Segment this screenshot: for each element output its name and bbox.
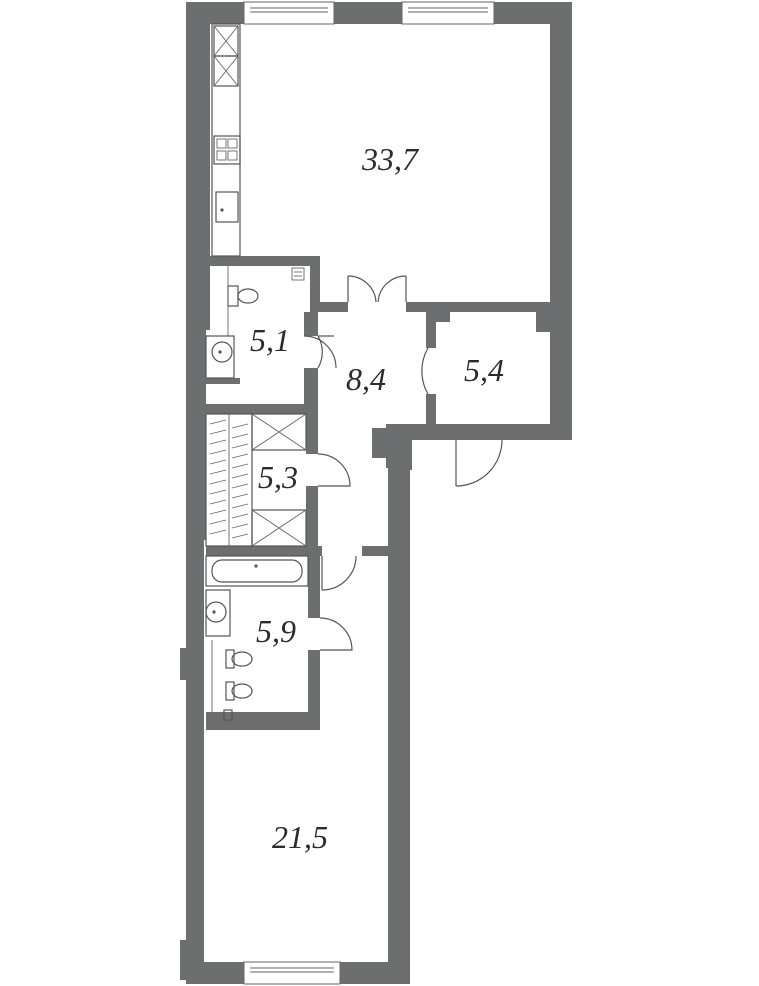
- window-icon: [401, 1, 495, 25]
- door-icon: [321, 555, 357, 591]
- area-label-wardrobe: 5,3: [258, 459, 298, 495]
- doors: [303, 275, 503, 651]
- bathroom-fixtures: [205, 555, 309, 721]
- vent-icon: [291, 267, 305, 281]
- toilet-icon: [227, 285, 259, 307]
- cabinet-icon: [213, 25, 239, 87]
- wardrobe-fixtures: [205, 413, 307, 547]
- wc-fixtures: [205, 266, 305, 379]
- cabinet-icon: [251, 413, 307, 547]
- kitchen-counter: [211, 23, 241, 257]
- windows: [243, 1, 495, 985]
- sink-icon: [215, 191, 239, 223]
- washbasin-icon: [205, 335, 235, 379]
- area-label-wc: 5,1: [250, 322, 290, 358]
- area-label-bathroom: 5,9: [256, 613, 296, 649]
- window-icon: [243, 1, 335, 25]
- door-icon: [455, 439, 503, 487]
- door-icon: [303, 335, 337, 369]
- area-label-room-small: 5,4: [464, 352, 504, 388]
- washbasin-icon: [205, 589, 231, 637]
- double-door-icon: [347, 275, 407, 303]
- wardrobe-rail-icon: [205, 413, 253, 547]
- stove-icon: [213, 135, 241, 165]
- door-icon: [421, 347, 429, 395]
- bathtub-icon: [205, 555, 309, 587]
- toilet-icon: [225, 649, 253, 669]
- window-icon: [243, 961, 341, 985]
- door-icon: [319, 617, 353, 651]
- partitions: [180, 256, 550, 980]
- area-label-living-kitchen: 33,7: [361, 141, 420, 177]
- area-label-bedroom: 21,5: [272, 819, 328, 855]
- area-label-hall: 8,4: [346, 361, 386, 397]
- bidet-icon: [225, 681, 253, 701]
- area-labels: 33,7 5,1 8,4 5,4 5,3 5,9 21,5: [250, 141, 504, 855]
- door-icon: [317, 453, 351, 487]
